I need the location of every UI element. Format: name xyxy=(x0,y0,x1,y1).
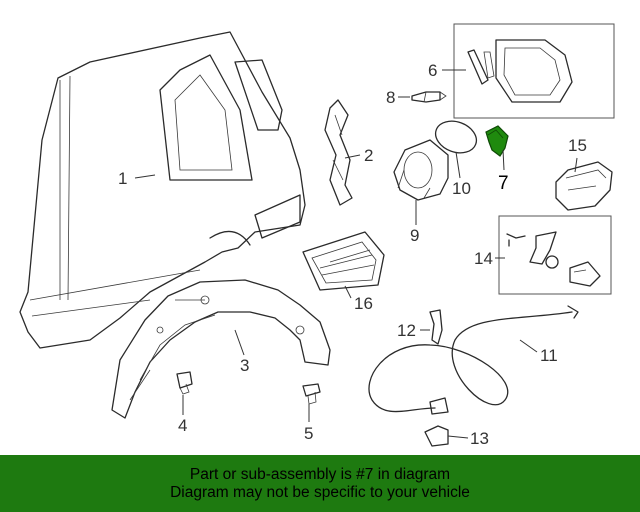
callout-8: 8 xyxy=(386,88,395,107)
banner-disclaimer: Diagram may not be specific to your vehi… xyxy=(170,483,470,501)
callout-labels: 1 2 3 4 5 6 7 8 10 9 15 14 11 12 13 16 xyxy=(118,61,587,448)
callout-7: 7 xyxy=(498,173,509,194)
opener-parts-group xyxy=(506,231,601,287)
fuel-door-assembly-part xyxy=(467,39,573,103)
callout-6: 6 xyxy=(428,61,437,80)
leader-lines xyxy=(134,69,578,439)
hinge-bracket-part xyxy=(555,161,613,211)
callout-12: 12 xyxy=(397,321,416,340)
parts-diagram: 1 2 3 4 5 6 7 8 10 9 15 14 11 12 13 16 xyxy=(19,23,615,448)
callout-10: 10 xyxy=(452,179,471,198)
release-cable-part xyxy=(368,305,579,415)
bracket-part xyxy=(324,99,353,206)
clip-part xyxy=(302,383,321,405)
callout-16: 16 xyxy=(354,294,373,313)
seal-ring-part xyxy=(434,120,478,154)
fender-liner-part xyxy=(111,279,331,419)
callout-1: 1 xyxy=(118,169,127,188)
release-handle-part xyxy=(424,425,449,447)
lock-actuator-part xyxy=(485,125,509,157)
quarter-panel-part xyxy=(19,31,306,349)
callout-5: 5 xyxy=(304,424,313,443)
info-banner: Part or sub-assembly is #7 in diagram Di… xyxy=(0,455,640,512)
banner-part-note: Part or sub-assembly is #7 in diagram xyxy=(189,465,451,483)
cable-bracket-part xyxy=(429,309,443,345)
vent-grille-part xyxy=(302,231,385,291)
bolt-part xyxy=(176,371,193,395)
callout-4: 4 xyxy=(178,416,187,435)
part-14-box xyxy=(498,215,612,295)
screw-part xyxy=(411,91,447,103)
callout-9: 9 xyxy=(410,226,419,245)
callout-3: 3 xyxy=(240,356,249,375)
callout-2: 2 xyxy=(364,146,373,165)
callout-11: 11 xyxy=(540,346,558,365)
callout-15: 15 xyxy=(568,136,587,155)
filler-housing-part xyxy=(393,139,449,201)
callout-13: 13 xyxy=(470,429,489,448)
part-6-box xyxy=(453,23,615,119)
callout-14: 14 xyxy=(474,249,493,268)
